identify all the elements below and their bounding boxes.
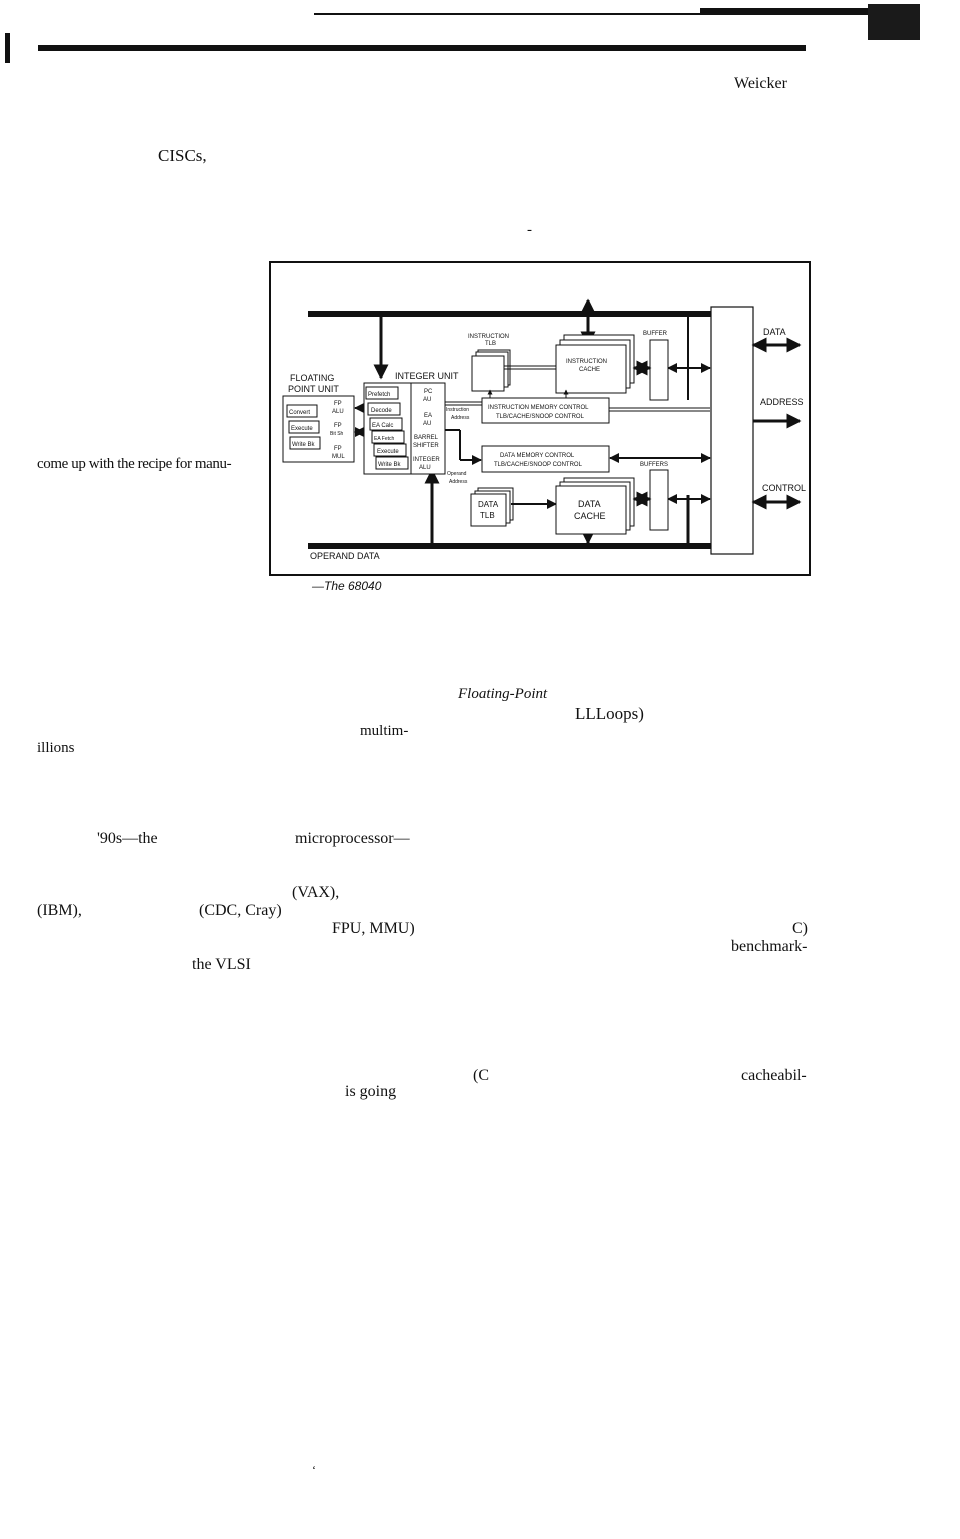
svg-text:CACHE: CACHE (574, 511, 606, 521)
header-author: Weicker (734, 75, 787, 92)
svg-text:BUFFER: BUFFER (643, 331, 668, 337)
svg-text:POINT UNIT: POINT UNIT (288, 384, 339, 394)
svg-text:MUL: MUL (332, 454, 345, 460)
svg-text:INTEGER: INTEGER (413, 457, 440, 463)
svg-text:TLB/CACHE/SNOOP CONTROL: TLB/CACHE/SNOOP CONTROL (494, 462, 583, 468)
text-fragment: (C (473, 1067, 489, 1084)
text-fragment: (IBM), (37, 902, 82, 919)
figure-caption: —The 68040 (312, 579, 382, 593)
svg-text:FLOATING: FLOATING (290, 373, 334, 383)
svg-text:INTEGER UNIT: INTEGER UNIT (395, 371, 459, 381)
svg-text:BUFFERS: BUFFERS (640, 462, 668, 468)
svg-text:Write Bk: Write Bk (378, 462, 402, 468)
header-rule (38, 45, 806, 51)
text-fragment: the VLSI (192, 956, 251, 973)
svg-text:INSTRUCTION: INSTRUCTION (566, 359, 607, 365)
top-internal-bus (308, 311, 712, 317)
footer-mark: ‘ (312, 1463, 316, 1477)
left-margin-bar (5, 33, 10, 63)
svg-text:Operand: Operand (447, 471, 467, 477)
svg-text:INSTRUCTION MEMORY CONTROL: INSTRUCTION MEMORY CONTROL (488, 405, 589, 411)
svg-text:PC: PC (424, 389, 433, 395)
text-fragment: '90s—the (97, 830, 158, 847)
svg-text:DATA: DATA (478, 500, 499, 509)
svg-text:EA: EA (424, 413, 432, 419)
svg-text:Address: Address (449, 479, 468, 485)
svg-text:BARREL: BARREL (414, 435, 439, 441)
svg-text:DATA MEMORY CONTROL: DATA MEMORY CONTROL (500, 453, 575, 459)
svg-text:DATA: DATA (578, 499, 601, 509)
text-fragment: (VAX), (292, 884, 340, 901)
text-fragment: come up with the recipe for manu- (37, 456, 232, 472)
text-fragment: (CDC, Cray) (199, 902, 282, 919)
svg-text:TLB/CACHE/SNOOP CONTROL: TLB/CACHE/SNOOP CONTROL (496, 414, 585, 420)
svg-text:Write Bk: Write Bk (292, 442, 316, 448)
text-fragment: cacheabil- (741, 1067, 807, 1084)
svg-text:INSTRUCTION: INSTRUCTION (468, 334, 509, 340)
figure-frame (269, 261, 811, 576)
svg-text:FP: FP (334, 423, 342, 429)
svg-text:AU: AU (423, 421, 431, 427)
svg-text:TLB: TLB (480, 511, 495, 520)
bus-interface-block (710, 306, 754, 555)
corner-dark-block (868, 4, 920, 40)
svg-text:CACHE: CACHE (579, 367, 600, 373)
svg-text:Decode: Decode (371, 408, 392, 414)
text-fragment: microprocessor— (295, 830, 410, 847)
text-fragment: benchmark- (731, 938, 808, 955)
svg-text:ALU: ALU (419, 465, 431, 471)
svg-text:FP: FP (334, 446, 342, 452)
svg-text:Bit Sh: Bit Sh (330, 431, 344, 437)
svg-text:Instruction: Instruction (446, 407, 469, 413)
text-fragment: FPU, MMU) (332, 920, 415, 937)
header-top-thin-rule (314, 13, 834, 15)
svg-text:ALU: ALU (332, 409, 344, 415)
text-fragment: CISCs, (158, 146, 207, 165)
svg-text:Convert: Convert (289, 410, 310, 416)
data-pin-label: DATA (763, 327, 786, 337)
svg-text:FP: FP (334, 401, 342, 407)
text-fragment: LLLoops) (575, 704, 644, 723)
text-fragment: Floating-Point (458, 686, 548, 702)
svg-text:TLB: TLB (485, 341, 496, 347)
svg-text:EA Fetch: EA Fetch (374, 436, 395, 442)
svg-text:Address: Address (451, 415, 470, 421)
svg-text:SHIFTER: SHIFTER (413, 443, 439, 449)
text-fragment: multim- (360, 723, 409, 739)
svg-text:AU: AU (423, 397, 431, 403)
text-fragment: C) (792, 920, 808, 937)
operand-data-label: OPERAND DATA (310, 551, 380, 561)
svg-text:Execute: Execute (377, 449, 399, 455)
address-pin-label: ADDRESS (760, 397, 804, 407)
bottom-internal-bus (308, 543, 712, 549)
svg-text:Execute: Execute (291, 426, 313, 432)
text-fragment: - (527, 222, 532, 238)
svg-text:Prefetch: Prefetch (368, 392, 390, 398)
text-fragment: is going (345, 1083, 397, 1100)
control-pin-label: CONTROL (762, 483, 806, 493)
svg-text:EA Calc: EA Calc (372, 423, 393, 429)
header-top-thick-rule (700, 8, 870, 15)
text-fragment: illions (37, 740, 75, 756)
block-diagram-68040: DATA ADDRESS CONTROL FLOATING POINT UNIT… (269, 261, 811, 576)
